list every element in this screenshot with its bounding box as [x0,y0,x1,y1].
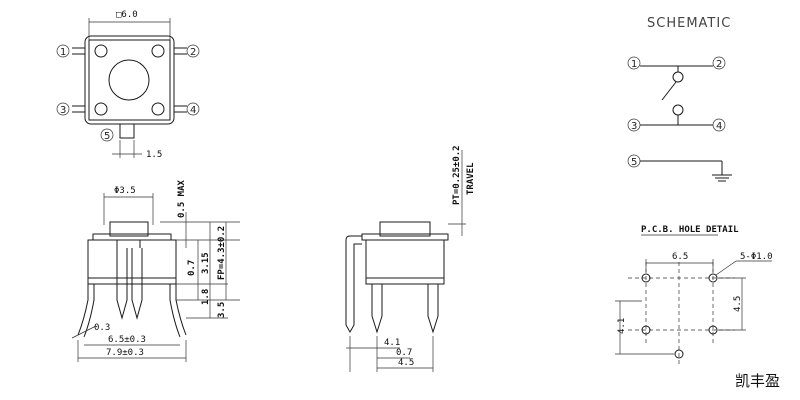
schematic: SCHEMATIC 1 2 3 4 5 [627,16,732,182]
front-view: Φ3.5 6.5±0.3 7.9±0.3 0.3 [71,179,240,362]
dim-79-label: 7.9±0.3 [106,348,144,358]
pcb-dim-41-label: 4.1 [617,318,627,334]
top-pin-2: 2 [190,47,196,58]
dim-35-label: 3.5 [217,302,227,318]
brand-watermark: 凯丰盈 [735,372,780,390]
pcb-title: P.C.B. HOLE DETAIL [641,225,739,235]
top-pin-5: 5 [104,131,110,142]
pcb-dim-65-label: 6.5 [672,252,688,262]
pcb-holes-label: 5-Φ1.0 [740,252,773,262]
dim-travel-label: TRAVEL [466,162,476,195]
side-dim-07-label: 0.7 [396,348,412,358]
dim-pt-label: PT=0.25±0.2 [452,145,462,205]
dim-max-label: 0.5 MAX [177,179,187,218]
schem-pin-3: 3 [631,121,637,132]
side-dim-45-label: 4.5 [398,358,414,368]
top-pin-3: 3 [60,105,66,116]
dim-button-dia-label: Φ3.5 [114,186,136,196]
dim-fp-label: FP=4.3±0.2 [217,226,227,280]
top-view: □6.0 1.5 1 2 3 4 5 [56,10,200,160]
dim-07-label: 0.7 [187,260,197,276]
pcb-dim-45-label: 4.5 [733,296,743,312]
dim-03-label: 0.3 [94,323,110,333]
dim-65-label: 6.5±0.3 [108,335,146,345]
dim-18-label: 1.8 [201,289,211,305]
dim-width-label: □6.0 [116,10,138,20]
top-pin-1: 1 [60,47,66,58]
dim-pin-pitch-label: 1.5 [146,150,162,160]
schem-pin-2: 2 [716,59,722,70]
top-pin-4: 4 [190,105,196,116]
schem-pin-5: 5 [631,157,637,168]
dim-316-label: 3.15 [201,252,211,274]
side-dim-41-label: 4.1 [384,338,400,348]
schem-pin-4: 4 [716,121,722,132]
pcb-hole-detail: P.C.B. HOLE DETAIL 6.5 5-Φ1.0 4.5 4.1 [615,225,773,365]
side-view: PT=0.25±0.2 TRAVEL 4.1 0.7 4.5 [345,145,476,372]
schematic-title: SCHEMATIC [647,16,731,31]
schem-pin-1: 1 [631,59,637,70]
